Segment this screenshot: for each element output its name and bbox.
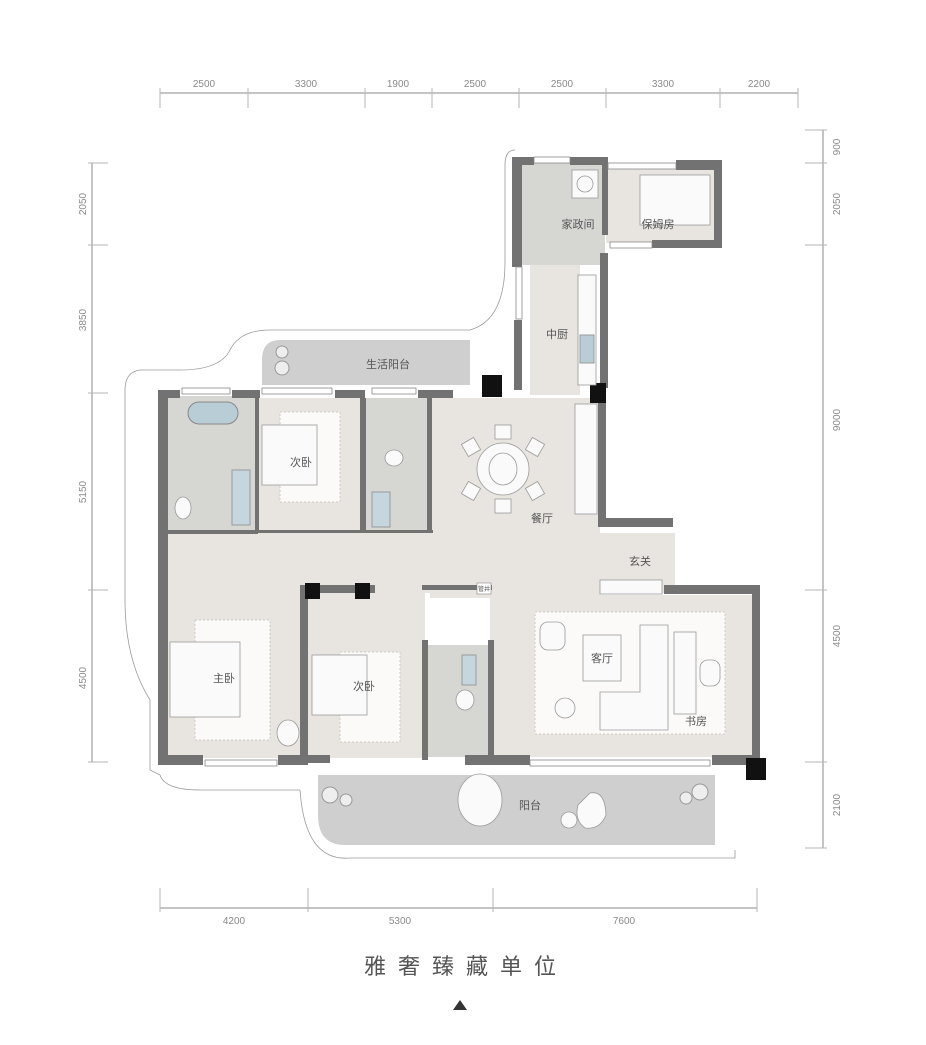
- kitchen-floor: [530, 265, 580, 395]
- lounge-chair: [539, 621, 566, 651]
- shower: [371, 491, 391, 528]
- label-housekeeping: 家政间: [562, 217, 595, 231]
- room-labels: 家政间 保姆房 中厨 生活阳台 次卧 餐厅 玄关 主卧 次卧 客厅 书房 阳台 …: [213, 217, 707, 812]
- round-lounge: [457, 773, 503, 827]
- shoe-cabinet: [599, 579, 663, 595]
- bed-2: [311, 654, 368, 716]
- bathtub: [187, 401, 239, 425]
- dim-bottom-2: 5300: [389, 916, 412, 927]
- dining-table: [460, 424, 546, 514]
- desk-chair: [699, 659, 721, 687]
- sink: [461, 654, 477, 686]
- dim-left-4: 4500: [78, 666, 89, 689]
- furniture: [169, 169, 721, 829]
- closet-floor: [168, 533, 255, 593]
- nanny-bed: [639, 174, 711, 226]
- label-nanny-room: 保姆房: [642, 217, 675, 231]
- dimension-bottom: 4200 5300 7600: [159, 888, 758, 927]
- label-master-bedroom: 主卧: [213, 672, 235, 685]
- dim-left-3: 5150: [78, 480, 89, 503]
- label-bedroom-lower: 次卧: [353, 679, 375, 693]
- dimension-top: 2500 3300 1900 2500 2500 3300 2200: [159, 79, 799, 108]
- sofa: [599, 624, 669, 731]
- armchair: [276, 719, 300, 747]
- label-shaft: 管井: [478, 585, 490, 593]
- stool: [560, 811, 578, 829]
- dim-top-1: 2500: [193, 79, 216, 90]
- washer: [571, 169, 599, 199]
- shower: [231, 469, 251, 526]
- label-dining: 餐厅: [531, 511, 553, 525]
- dim-right-4: 4500: [832, 624, 843, 647]
- dim-top-4: 2500: [464, 79, 487, 90]
- side-table: [554, 697, 576, 719]
- label-foyer: 玄关: [629, 554, 651, 568]
- toilet: [455, 689, 475, 711]
- walls: [158, 156, 766, 780]
- column: [305, 583, 320, 599]
- dim-bottom-3: 7600: [613, 916, 636, 927]
- bed: [261, 424, 318, 486]
- coffee-table: [582, 634, 622, 682]
- label-living-room: 客厅: [591, 651, 613, 665]
- column: [746, 758, 766, 780]
- desk: [673, 631, 697, 715]
- label-utility-balcony: 生活阳台: [366, 357, 410, 371]
- balcony-floor: [318, 775, 715, 845]
- column: [482, 375, 502, 397]
- sink: [579, 334, 595, 364]
- toilet: [384, 449, 404, 467]
- dim-left-1: 2050: [78, 192, 89, 215]
- dim-top-5: 2500: [551, 79, 574, 90]
- column: [590, 383, 606, 403]
- dim-top-2: 3300: [295, 79, 318, 90]
- label-balcony: 阳台: [519, 798, 541, 812]
- dim-right-3: 9000: [832, 408, 843, 431]
- plant-icon: [274, 345, 709, 807]
- kitchen-counter: [577, 274, 597, 386]
- label-kitchen: 中厨: [546, 328, 568, 341]
- label-bedroom-upper: 次卧: [290, 455, 312, 469]
- cabinet: [574, 403, 598, 515]
- site-outline: [124, 149, 736, 859]
- dim-right-2: 2050: [832, 192, 843, 215]
- dimension-right: 900 2050 9000 4500 2100: [805, 129, 843, 849]
- dim-right-1: 900: [832, 138, 843, 155]
- plan-title: 雅奢臻藏单位: [364, 955, 568, 980]
- toilet: [174, 496, 192, 520]
- label-study: 书房: [685, 715, 707, 728]
- dim-top-7: 2200: [748, 79, 771, 90]
- dimension-left: 2050 3850 5150 4500: [78, 162, 108, 763]
- dim-top-6: 3300: [652, 79, 675, 90]
- master-bed: [169, 641, 241, 718]
- dim-right-5: 2100: [832, 793, 843, 816]
- lounge-chair: [576, 792, 607, 829]
- dim-bottom-1: 4200: [223, 916, 246, 927]
- dim-top-3: 1900: [387, 79, 410, 90]
- utility-balcony-floor: [262, 340, 470, 385]
- dim-left-2: 3850: [78, 308, 89, 331]
- column: [355, 583, 370, 599]
- north-arrow-icon: [453, 1000, 467, 1010]
